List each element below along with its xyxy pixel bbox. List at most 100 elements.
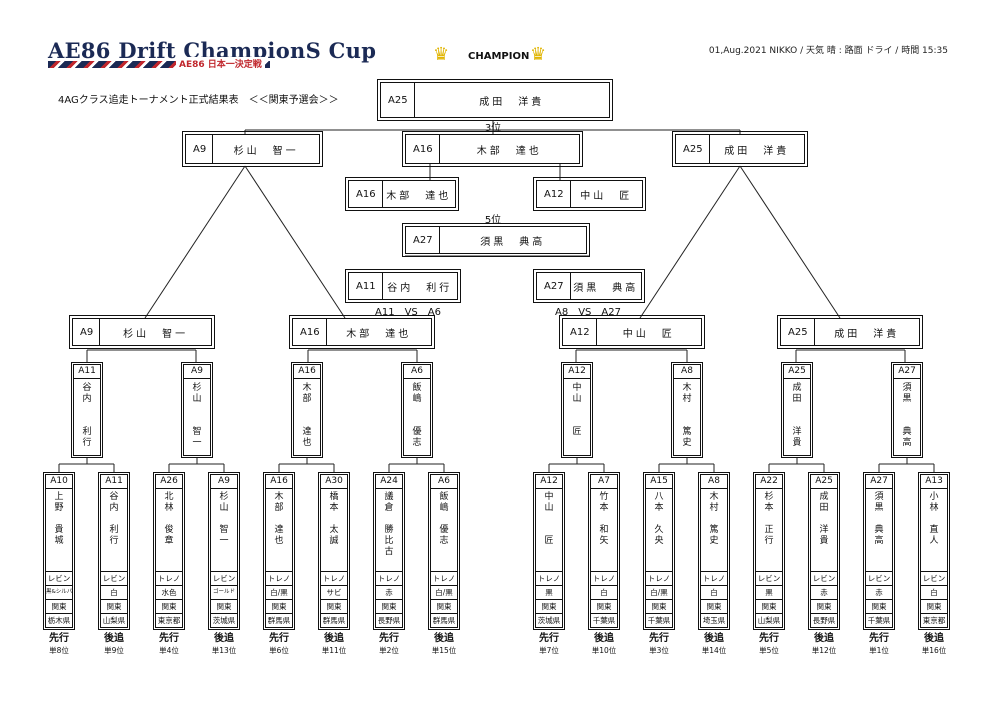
car-model: トレノ xyxy=(376,571,402,585)
racer-code: A10 xyxy=(46,475,72,489)
racer-name: 木部 達也 xyxy=(386,190,452,202)
region: 関東 xyxy=(921,599,947,613)
racer-name: 議 倉 勝 比 古 xyxy=(384,492,394,557)
racer-name: 杉 山 智 一 xyxy=(192,383,202,448)
third-match-left-box: A16 木部 達也 xyxy=(345,177,459,211)
racer-name: 木 村 篤 史 xyxy=(709,492,719,546)
region: 関東 xyxy=(756,599,782,613)
car-color: 白 xyxy=(921,585,947,599)
car-model: トレノ xyxy=(591,571,617,585)
racer-name: 谷 内 利 行 xyxy=(109,492,119,546)
car-model: トレノ xyxy=(646,571,672,585)
racer-code: A15 xyxy=(646,475,672,489)
third-place-winner-box: A16 木部 達也 xyxy=(402,131,583,167)
car-color: 黒 xyxy=(756,585,782,599)
qualifying-rank: 単12位 xyxy=(811,646,837,655)
results-caption: 4AGクラス追走トーナメント正式結果表 ＜＜関東予選会＞＞ xyxy=(58,95,339,106)
racer-name: 成 田 洋 貴 xyxy=(792,383,802,448)
car-model: レビン xyxy=(101,571,127,585)
car-model: レビン xyxy=(756,571,782,585)
prefecture: 栃木県 xyxy=(46,613,72,627)
region: 関東 xyxy=(266,599,292,613)
qualifying-rank: 単2位 xyxy=(379,646,399,655)
car-color: 白 xyxy=(101,585,127,599)
racer-code: A25 xyxy=(781,319,815,345)
racer-name: 須 黒 典 高 xyxy=(874,492,884,546)
champion-code: A25 xyxy=(381,83,415,117)
car-model: トレノ xyxy=(701,571,727,585)
fifth-match-left-box: A11 谷内 利行 xyxy=(345,269,461,303)
racer-code: A9 xyxy=(73,319,101,345)
third-match-right-box: A12 中山 匠 xyxy=(533,177,646,211)
car-model: レビン xyxy=(211,571,237,585)
racer-code: A30 xyxy=(321,475,347,489)
run-order: 後追 xyxy=(594,633,614,644)
run-order: 後追 xyxy=(814,633,834,644)
racer-code: A16 xyxy=(349,181,383,207)
racer-code: A12 xyxy=(564,365,590,379)
racer-code: A13 xyxy=(921,475,947,489)
car-color: 黒 xyxy=(536,585,562,599)
car-color: 赤 xyxy=(811,585,837,599)
racer-name: 木 部 達 也 xyxy=(274,492,284,546)
run-order: 先行 xyxy=(539,633,559,644)
racer-name: 北 林 俊 章 xyxy=(164,492,174,546)
run-order: 先行 xyxy=(379,633,399,644)
region: 関東 xyxy=(811,599,837,613)
racer-code: A9 xyxy=(186,135,214,163)
qualifying-rank: 単13位 xyxy=(211,646,237,655)
vs-label-right: A8 VS A27 xyxy=(555,307,621,318)
car-model: トレノ xyxy=(266,571,292,585)
region: 関東 xyxy=(431,599,457,613)
region: 関東 xyxy=(211,599,237,613)
car-model: トレノ xyxy=(321,571,347,585)
car-color: 白 xyxy=(591,585,617,599)
prefecture: 埼玉県 xyxy=(701,613,727,627)
racer-code: A22 xyxy=(756,475,782,489)
racer-code: A27 xyxy=(537,273,571,299)
racer-code: A16 xyxy=(293,319,327,345)
prefecture: 群馬県 xyxy=(321,613,347,627)
car-color: 赤 xyxy=(866,585,892,599)
racer-name: 中 山 匠 xyxy=(572,383,582,437)
racer-name: 八 本 久 央 xyxy=(654,492,664,546)
racer-name: 中山 匠 xyxy=(580,190,633,202)
car-color: 白/黒 xyxy=(266,585,292,599)
region: 関東 xyxy=(536,599,562,613)
region: 関東 xyxy=(376,599,402,613)
racer-name: 成田 洋貴 xyxy=(834,328,900,340)
racer-name: 成田 洋貴 xyxy=(724,145,790,157)
run-order: 後追 xyxy=(924,633,944,644)
quarterfinal-box: A25 成田 洋貴 xyxy=(777,315,923,349)
car-color: 白/黒 xyxy=(646,585,672,599)
racer-name: 竹 本 和 矢 xyxy=(599,492,609,546)
prefecture: 東京都 xyxy=(921,613,947,627)
run-order: 後追 xyxy=(704,633,724,644)
fifth-place-label: 5位 xyxy=(484,215,502,226)
racer-name: 杉 本 正 行 xyxy=(764,492,774,546)
region: 関東 xyxy=(156,599,182,613)
racer-name: 中 山 匠 xyxy=(544,492,554,546)
racer-name: 飯 嶋 優 志 xyxy=(412,383,422,448)
prefecture: 千葉県 xyxy=(646,613,672,627)
region: 関東 xyxy=(46,599,72,613)
qualifying-rank: 単6位 xyxy=(269,646,289,655)
car-color: 黒&シルバー xyxy=(46,585,72,599)
racer-code: A27 xyxy=(406,227,440,253)
racer-code: A7 xyxy=(591,475,617,489)
run-order: 後追 xyxy=(104,633,124,644)
champion-name: 成田 洋貴 xyxy=(479,96,545,108)
racer-name: 杉 山 智 一 xyxy=(219,492,229,546)
